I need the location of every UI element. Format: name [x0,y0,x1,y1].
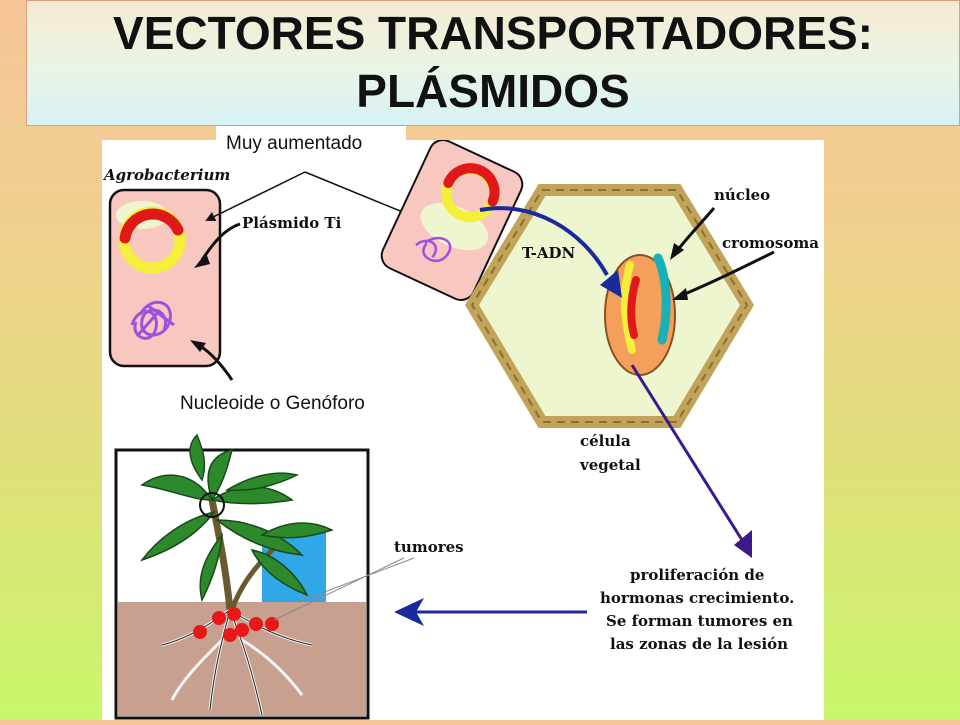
agrobacterium-cell [108,188,222,368]
inserted-tdna [627,276,640,339]
nucleoid-tangle [130,300,175,340]
nucleo-label: núcleo [714,186,770,204]
cromosoma-label: cromosoma [722,234,819,252]
agrobacterium-diagram: Agrobacterium Plásmido Ti [102,139,819,720]
callout-line-right [304,171,412,217]
proliferacion-line-4: las zonas de la lesión [610,635,788,653]
magnified-cell [380,139,524,301]
tdna-transfer-arrow [479,206,609,276]
chromosome [653,253,671,345]
plasmid-tdna-segment [119,208,184,244]
callout-nucleoide: Nucleoide o Genóforo [170,386,426,422]
proliferation-arrow [630,364,744,541]
callout-muy-aumentado: Muy aumentado [216,126,406,162]
proliferacion-line-1: proliferación de [630,566,764,584]
tumor-leader-1 [273,557,405,621]
page-title-line-2: PLÁSMIDOS [356,65,630,117]
proliferacion-line-2: hormonas crecimiento. [600,589,794,607]
celula-label-line-2: vegetal [579,456,641,474]
plant-illustration [114,433,370,720]
tumor-leader-2 [297,557,415,603]
plasmido-ti-label: Plásmido Ti [242,214,342,232]
agrobacterium-label: Agrobacterium [102,166,230,184]
proliferacion-line-3: Se forman tumores en [606,612,793,630]
tumores-label: tumores [394,538,464,556]
celula-label-line-1: célula [580,432,631,450]
t-adn-label: T-ADN [522,244,576,262]
tumors [193,607,279,642]
page-title-line-1: VECTORES TRANSPORTADORES: [113,7,873,59]
callout-line-left [205,171,306,221]
diagram-figure: Agrobacterium Plásmido Ti [102,139,824,720]
title-box: VECTORES TRANSPORTADORES: PLÁSMIDOS [26,0,960,126]
